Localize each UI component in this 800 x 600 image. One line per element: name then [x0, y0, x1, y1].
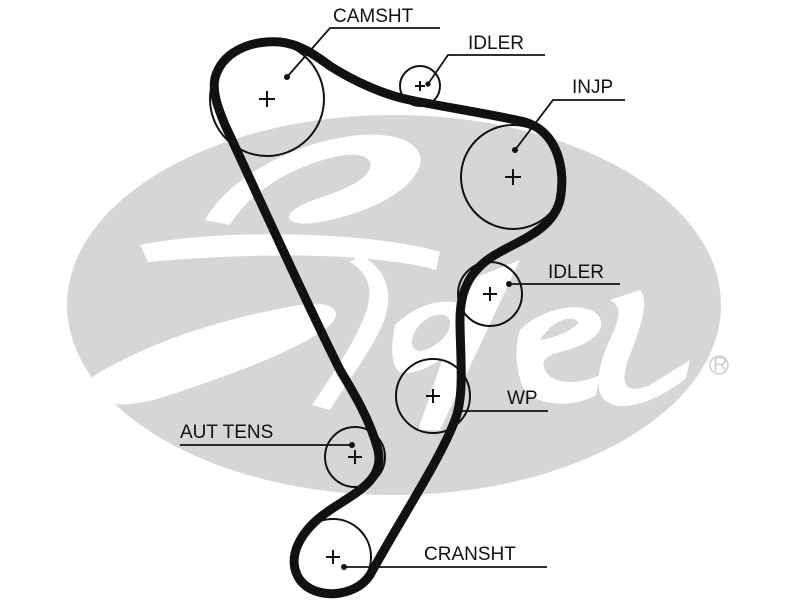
- camshaft-center-cross: [259, 91, 275, 107]
- wp-center-cross: [426, 389, 440, 403]
- leader-dots: [284, 74, 518, 570]
- water-pump-pulley: [395, 358, 471, 434]
- label-idler-mid: IDLER: [548, 262, 604, 283]
- label-camsht: CAMSHT: [333, 6, 414, 27]
- idler-top-leader: [427, 54, 545, 85]
- idler-mid-center-cross: [483, 287, 497, 301]
- registered-mark-letter: R: [713, 354, 727, 376]
- label-wp: WP: [507, 388, 538, 409]
- component-labels: CAMSHT IDLER INJP IDLER WP AUT TENS CRAN…: [180, 6, 613, 565]
- gates-logo: R: [67, 115, 729, 495]
- registered-mark-circle: [709, 355, 729, 375]
- leader-lines: [180, 27, 625, 568]
- cransht-center-cross: [326, 550, 340, 564]
- injp-center-cross: [505, 169, 521, 185]
- pulley-centers: [259, 81, 521, 564]
- camsht-leader: [286, 27, 440, 78]
- idler-top-center-cross: [415, 81, 425, 91]
- auto-tensioner-pulley: [324, 426, 386, 488]
- label-auttens: AUT TENS: [180, 422, 273, 443]
- label-idler-top: IDLER: [468, 33, 524, 54]
- auttens-center-cross: [348, 450, 362, 464]
- injp-leader: [514, 99, 625, 151]
- label-cransht: CRANSHT: [424, 544, 516, 565]
- label-injp: INJP: [572, 77, 613, 98]
